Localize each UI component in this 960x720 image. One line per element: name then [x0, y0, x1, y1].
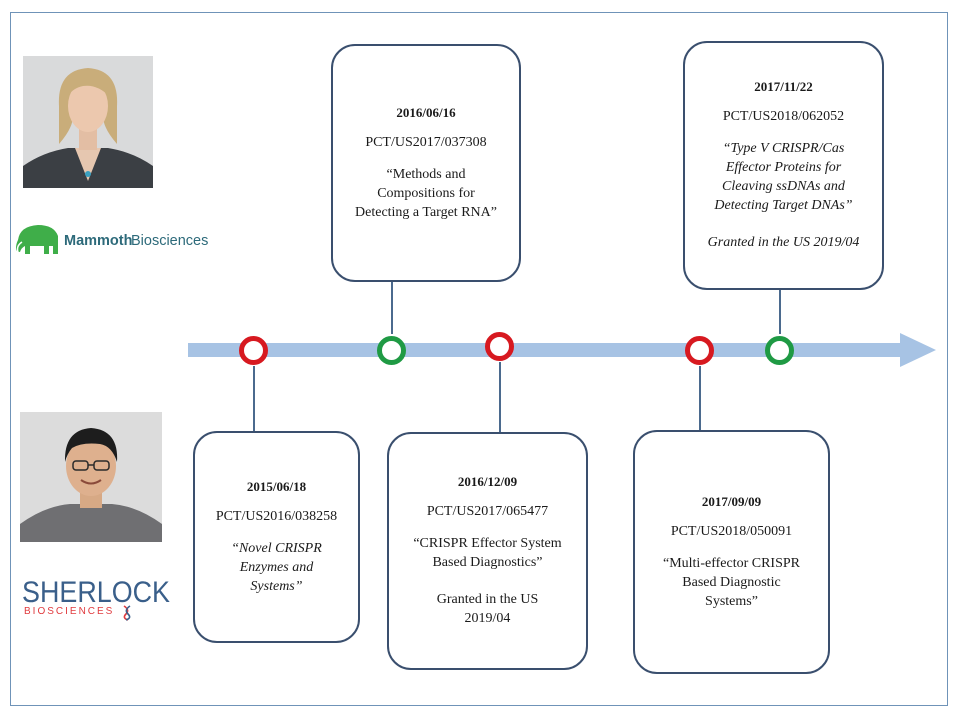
event-title: “Type V CRISPR/Cas Effector Proteins for… [714, 141, 853, 213]
event-pct-number: PCT/US2016/038258 [215, 508, 338, 524]
timeline-axis [188, 343, 900, 357]
event-date: 2017/09/09 [701, 493, 762, 509]
event-box-top-2: 2017/11/22 PCT/US2018/062052 “Type V CRI… [683, 41, 884, 290]
event-pct-number: PCT/US2018/062052 [722, 109, 845, 124]
event-pct-number: PCT/US2017/037308 [365, 134, 487, 150]
event-title: “Multi-effector CRISPR Based Diagnostic … [662, 555, 800, 609]
timeline-arrowhead [900, 333, 936, 367]
event-box-bottom-3: 2017/09/09 PCT/US2018/050091 “Multi-effe… [633, 430, 830, 674]
event-box-bottom-1: 2015/06/18 PCT/US2016/038258 “Novel CRIS… [193, 431, 360, 643]
sherlock-logo-sub: BIOSCIENCES [24, 606, 114, 617]
dna-helix-icon [123, 605, 131, 621]
figure-frame [10, 12, 948, 706]
timeline-marker-red [485, 332, 514, 361]
timeline-marker-green [377, 336, 406, 365]
connector-bottom-3 [699, 366, 701, 430]
mammoth-logo-bold: Mammoth [64, 233, 132, 249]
connector-top-1 [391, 282, 393, 334]
event-box-top-1: 2016/06/16 PCT/US2017/037308 “Methods an… [331, 44, 521, 282]
event-pct-number: PCT/US2018/050091 [670, 523, 793, 539]
event-date: 2016/06/16 [396, 104, 456, 120]
event-box-bottom-2: 2016/12/09 PCT/US2017/065477 “CRISPR Eff… [387, 432, 588, 670]
event-pct-number: PCT/US2017/065477 [426, 504, 549, 519]
mammoth-icon [16, 225, 58, 254]
event-date: 2017/11/22 [754, 79, 813, 94]
event-date: 2015/06/18 [246, 478, 307, 494]
event-title: “Methods and Compositions for Detecting … [355, 166, 497, 220]
connector-bottom-1 [253, 366, 255, 431]
timeline-marker-green [765, 336, 794, 365]
event-granted: Granted in the US 2019/04 [436, 592, 539, 626]
mammoth-logo-regular: Biosciences [131, 233, 208, 249]
event-title: “Novel CRISPR Enzymes and Systems” [231, 540, 322, 594]
timeline-marker-red [685, 336, 714, 365]
event-date: 2016/12/09 [457, 474, 518, 489]
event-title: “CRISPR Effector System Based Diagnostic… [413, 536, 562, 570]
timeline-marker-red [239, 336, 268, 365]
mammoth-biosciences-logo: Mammoth Biosciences [14, 222, 219, 256]
portrait-photo-bottom [20, 412, 162, 542]
event-granted: Granted in the US 2019/04 [707, 235, 860, 250]
connector-top-2 [779, 290, 781, 334]
connector-bottom-2 [499, 362, 501, 434]
portrait-photo-top [23, 56, 153, 188]
sherlock-logo-name: SHERLOCK [22, 576, 170, 609]
sherlock-biosciences-logo: SHERLOCK BIOSCIENCES [22, 572, 182, 622]
